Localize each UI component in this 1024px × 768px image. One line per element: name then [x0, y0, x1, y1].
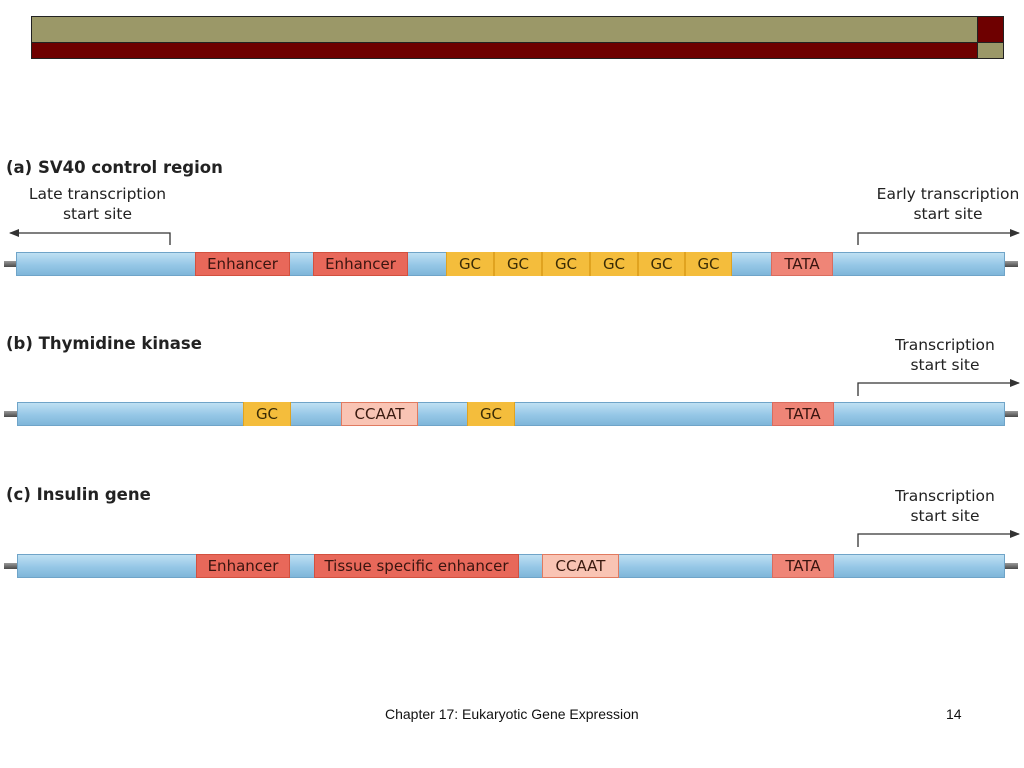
enhancer-box: Enhancer: [196, 554, 290, 578]
dna-end-right-c: [1004, 563, 1018, 569]
late-start-label: Late transcription start site: [28, 185, 167, 223]
panel-title-a: (a) SV40 control region: [6, 158, 223, 177]
start-arrow-b: [857, 379, 1020, 396]
enhancer-box: Enhancer: [313, 252, 408, 276]
header-bar-maroon: [31, 42, 978, 59]
tata-box: TATA: [772, 402, 834, 426]
early-start-label: Early transcription start site: [876, 185, 1020, 223]
panel-title-b: (b) Thymidine kinase: [6, 334, 202, 353]
gc-box: GC: [494, 252, 542, 276]
start-label-c: Transcription start site: [895, 487, 995, 525]
gc-box: GC: [685, 252, 732, 276]
late-start-arrow: [9, 229, 171, 245]
enhancer-box: Enhancer: [195, 252, 290, 276]
early-start-arrow-a: [857, 229, 1020, 245]
panel-title-c: (c) Insulin gene: [6, 485, 151, 504]
header-square-olive: [977, 42, 1004, 59]
gc-box: GC: [590, 252, 638, 276]
dna-end-left-a: [4, 261, 18, 267]
header-bar-olive: [31, 16, 978, 43]
start-arrow-c: [857, 530, 1020, 547]
tata-box: TATA: [771, 252, 833, 276]
ccaat-box: CCAAT: [542, 554, 619, 578]
ccaat-box: CCAAT: [341, 402, 418, 426]
gc-box: GC: [467, 402, 515, 426]
page-number: 14: [946, 706, 962, 722]
tata-box: TATA: [772, 554, 834, 578]
dna-end-right-b: [1004, 411, 1018, 417]
dna-end-left-c: [4, 563, 18, 569]
footer-chapter: Chapter 17: Eukaryotic Gene Expression: [385, 706, 639, 722]
gc-box: GC: [638, 252, 685, 276]
header-square-maroon: [977, 16, 1004, 43]
tissue-specific-enhancer-box: Tissue specific enhancer: [314, 554, 519, 578]
dna-end-left-b: [4, 411, 18, 417]
gc-box: GC: [542, 252, 590, 276]
start-label-b: Transcription start site: [895, 336, 995, 374]
gc-box: GC: [446, 252, 494, 276]
gc-box: GC: [243, 402, 291, 426]
dna-end-right-a: [1004, 261, 1018, 267]
